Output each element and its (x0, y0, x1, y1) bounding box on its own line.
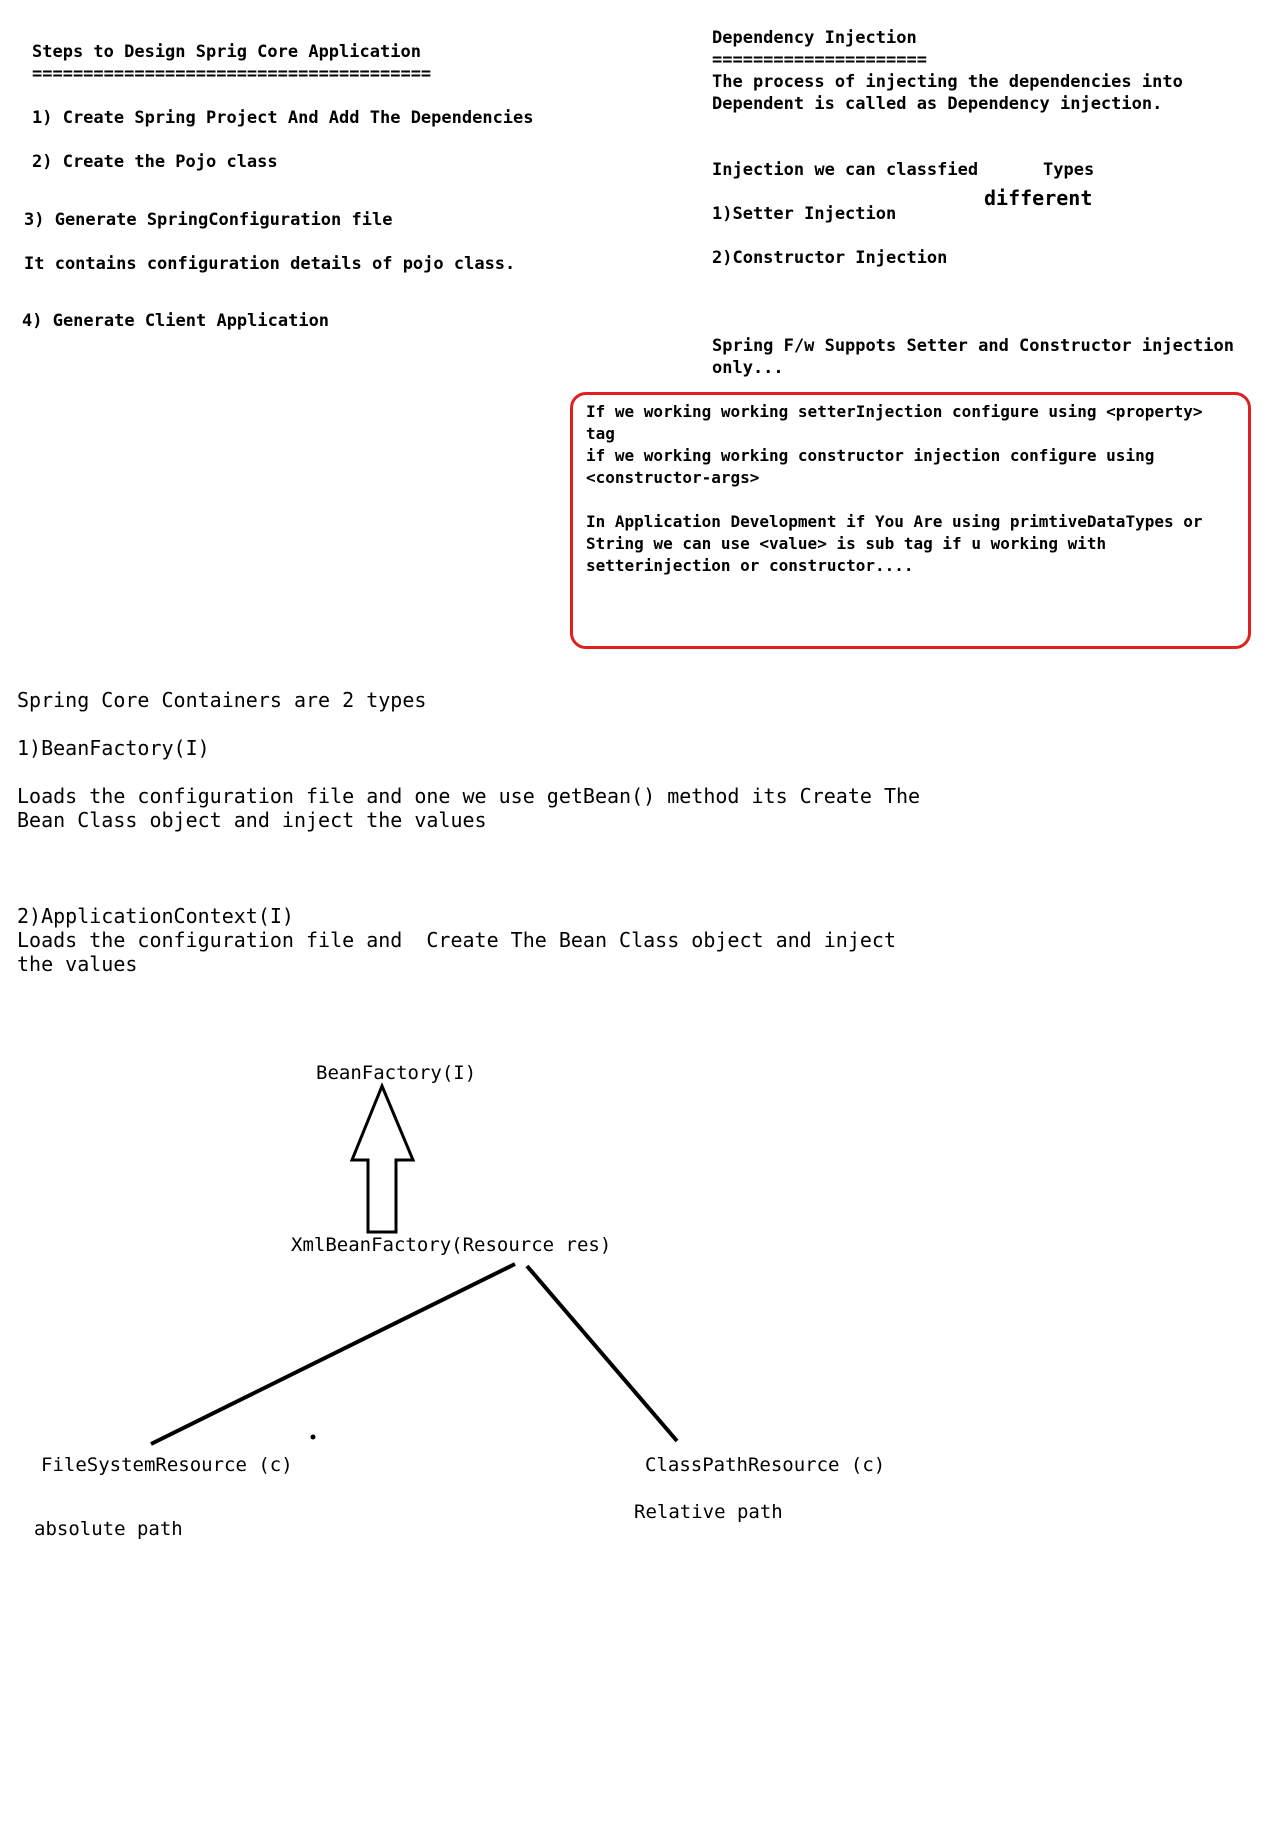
di-definition-line-1: The process of injecting the dependencie… (712, 72, 1183, 92)
beanfactory-desc-line-1: Loads the configuration file and one we … (17, 784, 921, 808)
note-box (570, 392, 1251, 649)
applicationcontext-desc-line-1: Loads the configuration file and Create … (17, 928, 896, 952)
diagram-filesystemresource: FileSystemResource (c) (41, 1454, 293, 1476)
di-definition-line-2: Dependent is called as Dependency inject… (712, 94, 1163, 114)
stray-dot (310, 1434, 316, 1440)
connector-left (150, 1262, 516, 1446)
note-line-2: tag (586, 424, 615, 443)
note-line-5: In Application Development if You Are us… (586, 512, 1203, 531)
beanfactory-desc-line-2: Bean Class object and inject the values (17, 808, 487, 832)
steps-title: Steps to Design Sprig Core Application (32, 42, 421, 62)
step-2: 2) Create the Pojo class (32, 152, 278, 172)
diagram-classpathresource: ClassPathResource (c) (645, 1454, 886, 1476)
note-line-3: if we working working constructor inject… (586, 446, 1155, 465)
note-line-6: String we can use <value> is sub tag if … (586, 534, 1107, 553)
applicationcontext-heading: 2)ApplicationContext(I) (17, 904, 294, 928)
di-different: different (984, 186, 1093, 210)
note-line-7: setterinjection or constructor.... (586, 556, 914, 575)
beanfactory-heading: 1)BeanFactory(I) (17, 736, 210, 760)
step-3-note: It contains configuration details of poj… (24, 254, 516, 274)
applicationcontext-desc-line-2: the values (17, 952, 138, 976)
note-line-1: If we working working setterInjection co… (586, 402, 1203, 421)
di-type-constructor: 2)Constructor Injection (712, 248, 948, 268)
connector-right (525, 1264, 679, 1443)
di-supports-line-1: Spring F/w Suppots Setter and Constructo… (712, 336, 1234, 356)
step-3: 3) Generate SpringConfiguration file (24, 210, 393, 230)
diagram-beanfactory: BeanFactory(I) (316, 1062, 477, 1084)
di-classified: Injection we can classfied (712, 160, 979, 180)
diagram-xmlbeanfactory: XmlBeanFactory(Resource res) (291, 1234, 612, 1256)
di-title-underline: ===================== (712, 50, 927, 70)
di-type-setter: 1)Setter Injection (712, 204, 897, 224)
di-supports-line-2: only... (712, 358, 784, 378)
diagram-absolute-path: absolute path (34, 1518, 183, 1540)
step-4: 4) Generate Client Application (22, 311, 330, 331)
diagram-relative-path: Relative path (634, 1501, 783, 1523)
di-title: Dependency Injection (712, 28, 917, 48)
containers-title: Spring Core Containers are 2 types (17, 688, 427, 712)
di-types: Types (1043, 160, 1095, 180)
inheritance-arrow (349, 1082, 416, 1234)
step-1: 1) Create Spring Project And Add The Dep… (32, 108, 534, 128)
note-line-4: <constructor-args> (586, 468, 760, 487)
steps-title-underline: ======================================= (32, 64, 432, 84)
